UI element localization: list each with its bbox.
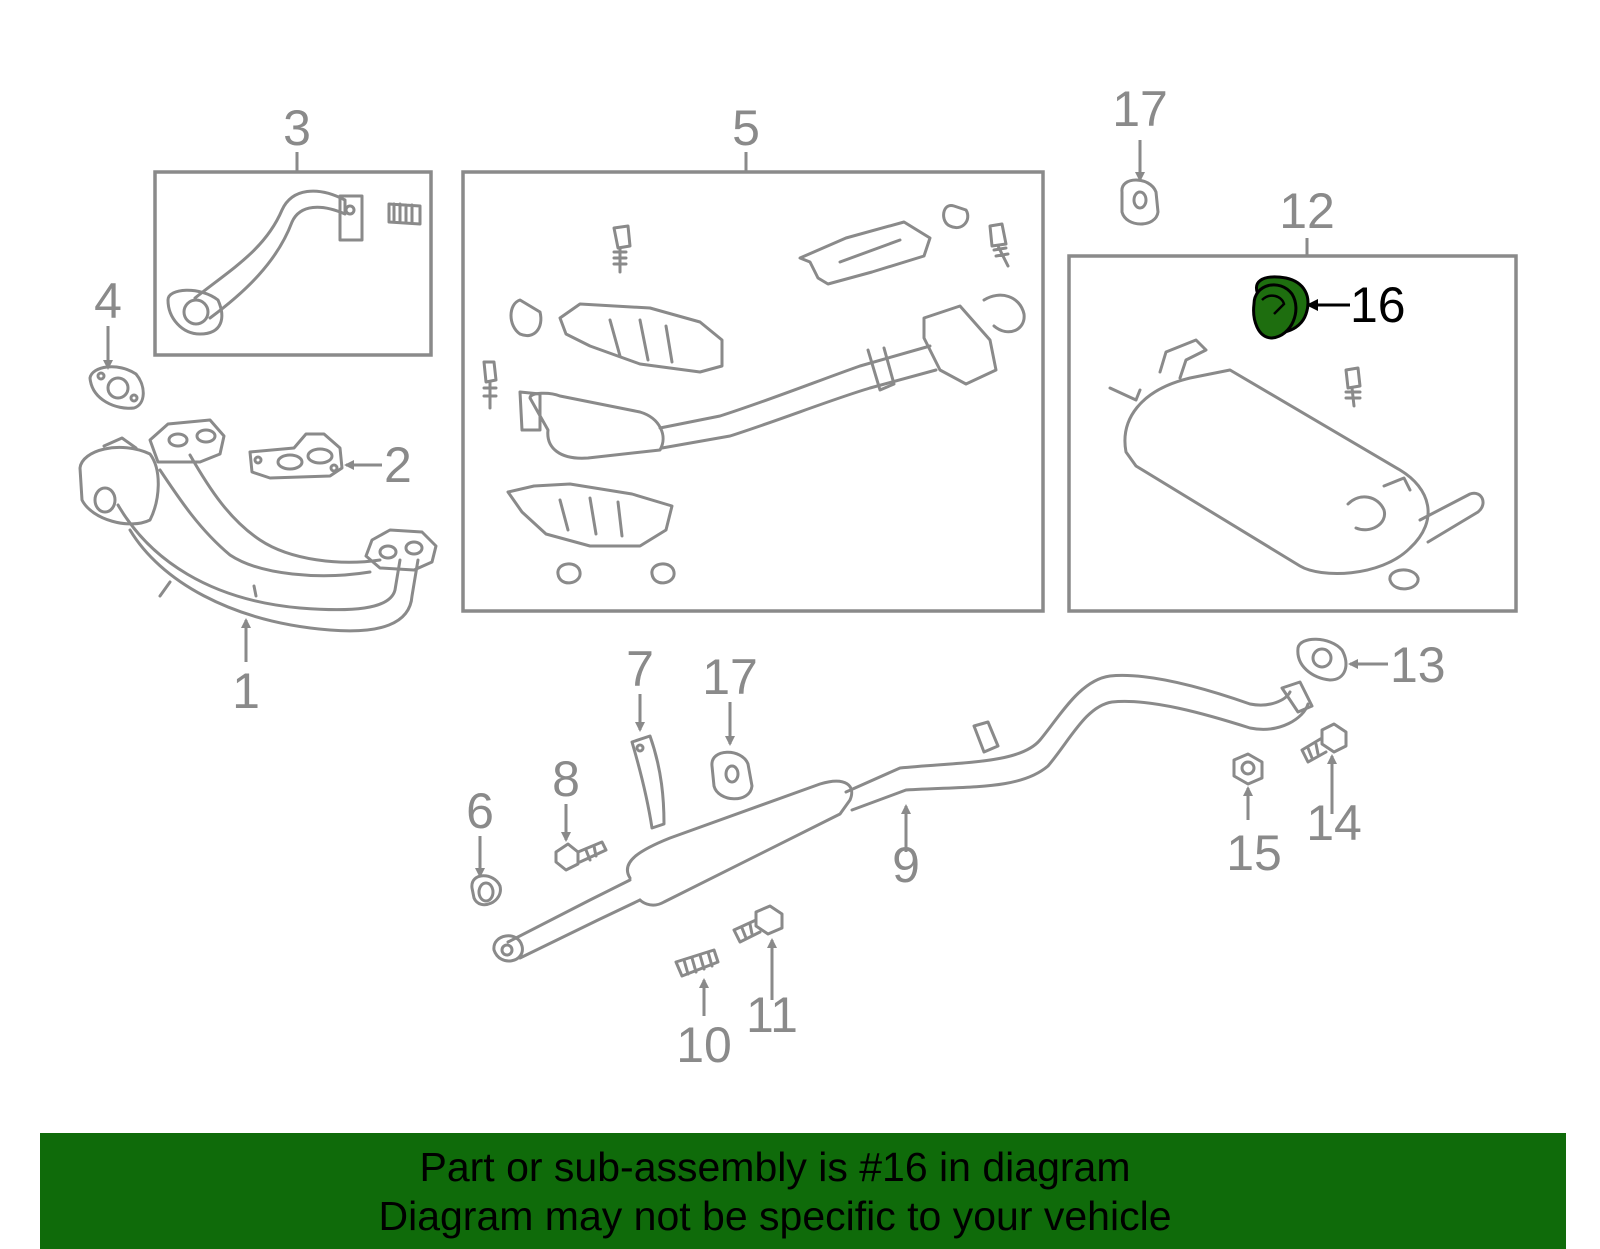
label-17-mid: 17 [702,649,758,705]
part-17-hanger-top [1120,178,1160,226]
banner-line-2: Diagram may not be specific to your vehi… [378,1193,1172,1239]
label-1: 1 [232,663,260,719]
label-16: 16 [1350,277,1406,333]
label-10: 10 [676,1017,732,1073]
part-15-nut [1232,752,1264,786]
label-2: 2 [384,437,412,493]
label-14: 14 [1306,795,1362,851]
group-box-3 [153,170,433,357]
part-17-hanger-mid [710,750,754,801]
part-7-bracket [630,734,666,830]
part-11-bolt [732,904,784,944]
label-7: 7 [626,641,654,697]
part-4-gasket [88,365,145,410]
label-13: 13 [1390,637,1446,693]
part-3-pipe [166,189,422,336]
banner-line-1: Part or sub-assembly is #16 in diagram [419,1144,1131,1190]
part-13-gasket [1296,637,1348,682]
label-8: 8 [552,751,580,807]
label-6: 6 [466,783,494,839]
label-15: 15 [1226,825,1282,881]
group-box-12 [1067,254,1518,613]
label-4: 4 [94,273,122,329]
part-5-front-pipe-assembly [482,204,1026,585]
part-14-bolt [1300,722,1348,764]
part-12-muffler [1108,338,1485,591]
group-box-5 [461,170,1045,613]
part-9-center-pipe [492,673,1314,963]
label-5: 5 [732,100,760,156]
label-9: 9 [892,837,920,893]
label-11: 11 [746,987,798,1043]
label-3: 3 [283,100,311,156]
part-1-manifold [78,418,438,633]
part-10-spring [674,948,720,978]
part-16-tail-pipe-tip [1252,275,1310,340]
info-banner: Part or sub-assembly is #16 in diagram D… [40,1133,1566,1249]
part-6-clamp [470,874,502,907]
part-8-bolt [554,840,608,872]
label-12: 12 [1279,183,1335,239]
label-17-top: 17 [1112,81,1168,137]
part-2-gasket [248,432,344,480]
